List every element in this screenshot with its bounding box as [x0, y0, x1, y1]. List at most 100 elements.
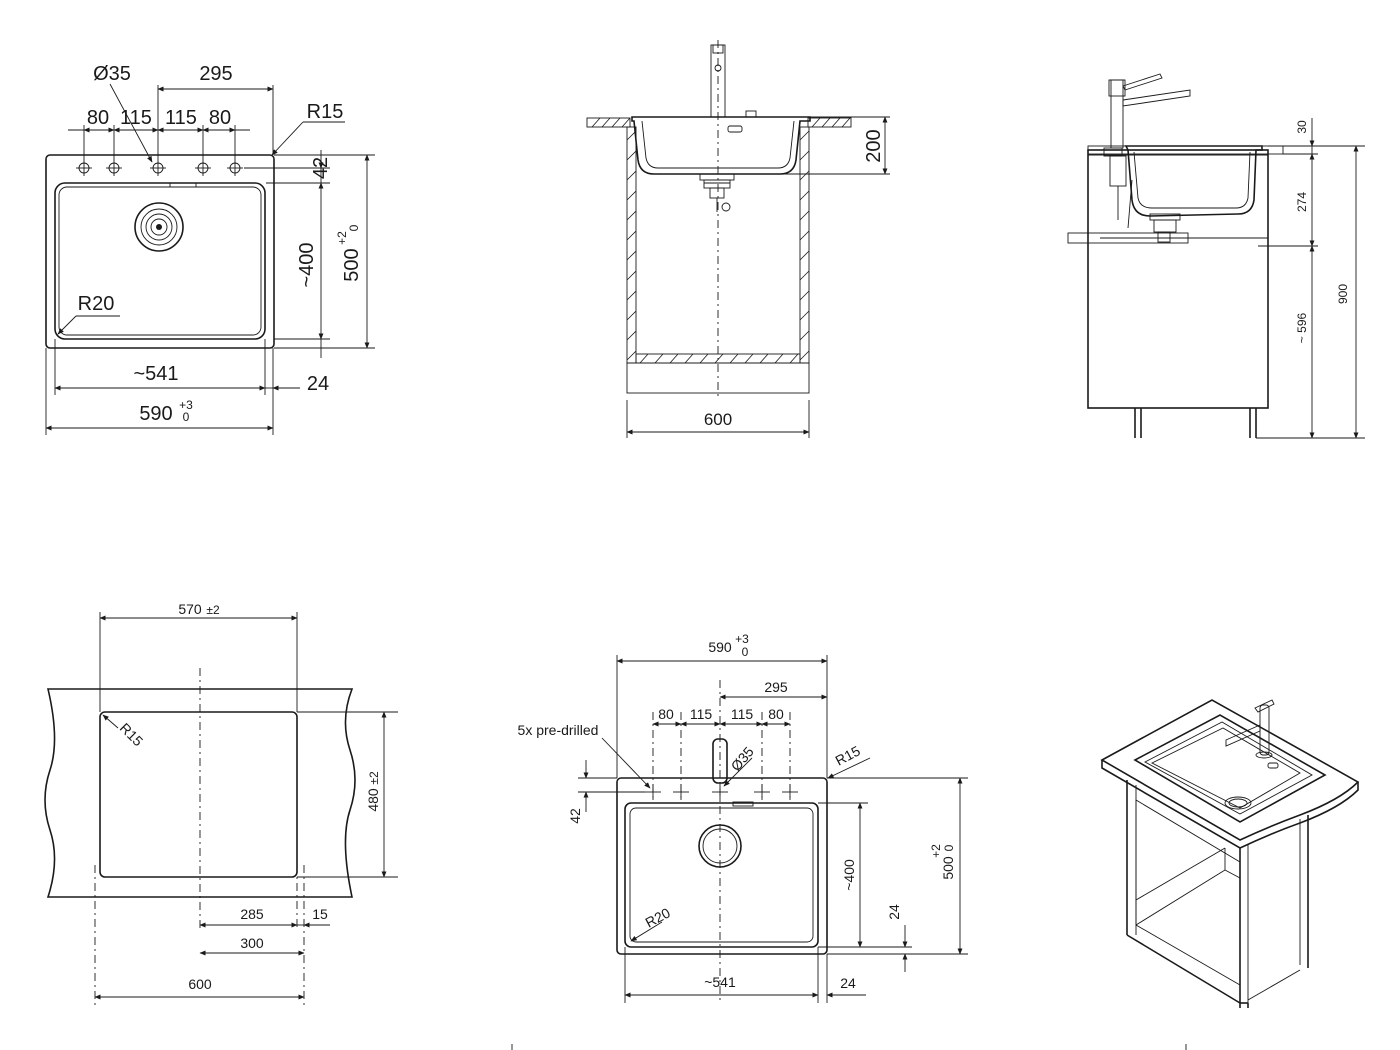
tol-480-label: ±2	[367, 771, 381, 785]
r20-leader	[57, 315, 77, 335]
top-view: 295 Ø35 80 115 115 80 R15 42 ~400 500	[45, 63, 375, 435]
cabinet-side	[1087, 149, 1269, 409]
r15-leader	[271, 121, 304, 156]
sink-bowl-side	[1124, 145, 1263, 217]
iso-tap-icon	[1225, 699, 1275, 759]
predrilled-leader	[601, 737, 651, 789]
detail-tol-590-upper: +3	[735, 632, 749, 646]
iso-overflow	[1267, 762, 1279, 769]
detail-tol-590-lower: 0	[742, 645, 749, 659]
detail-hole-dia-label: Ø35	[728, 743, 757, 774]
dim-274-label: 274	[1295, 192, 1309, 212]
radius-inner-label: R20	[78, 293, 115, 315]
predrilled-note: 5x pre-drilled	[518, 722, 599, 738]
tol-500-upper: +2	[335, 231, 349, 245]
hole-dia-label: Ø35	[93, 63, 131, 85]
tol-590-lower: 0	[183, 410, 190, 424]
side-section-view: 30 274 ~ 596 900	[1067, 73, 1365, 439]
iso-drain-icon	[1224, 796, 1252, 810]
tap-hole-3	[150, 160, 166, 176]
dim-596-label: ~ 596	[1295, 312, 1309, 343]
detail-dim-295-label: 295	[764, 679, 788, 695]
dim-80a-label: 80	[87, 107, 109, 129]
cutout-view: 570 ±2 R15 480 ±2 285 15 300 600	[44, 601, 398, 1005]
dim-115a-label: 115	[120, 107, 152, 129]
hole-dia-leader	[109, 83, 153, 163]
detail-dim-115b-label: 115	[731, 706, 754, 722]
dim-400-label: ~400	[296, 242, 318, 287]
detail-dim-115a-label: 115	[690, 706, 713, 722]
front-section-view: 200 600	[586, 40, 890, 438]
dim-500-label: 500	[341, 248, 363, 281]
sink-bowl-section	[631, 116, 811, 175]
cabinet-plinth	[626, 362, 810, 394]
detail-dim-400-label: ~400	[841, 859, 857, 891]
detail-dim-80b-label: 80	[768, 706, 784, 722]
detail-dim-24-bottom-label: 24	[840, 975, 856, 991]
dim-600-cutout-label: 600	[188, 976, 212, 992]
tap-button	[745, 110, 757, 118]
detail-tol-500-lower: 0	[942, 844, 956, 851]
cutout-r15-leader	[102, 714, 119, 729]
bowl-inner-edge	[58, 186, 262, 336]
detail-dim-80a-label: 80	[658, 706, 674, 722]
dim-80b-label: 80	[209, 107, 231, 129]
detail-tol-500-upper: +2	[929, 844, 943, 858]
tap-hole-1	[76, 160, 92, 176]
detail-r20-leader	[630, 921, 663, 942]
drain-icon	[134, 202, 184, 252]
dim-200-label: 200	[863, 129, 885, 162]
tap-hole-2	[106, 160, 122, 176]
tol-570-label: ±2	[206, 603, 220, 617]
bowl-outline	[54, 182, 266, 340]
drain-side-icon	[1149, 213, 1181, 243]
detail-hole-dia-leader	[723, 757, 753, 787]
drain-assembly-icon	[699, 173, 735, 212]
detail-r15-leader	[827, 757, 871, 779]
dim-600-label: 600	[704, 410, 732, 429]
tol-590-upper: +3	[179, 398, 193, 412]
detail-top-view: 590 +3 0 295 80 115 115 80 5x pre-drille…	[518, 632, 968, 1003]
dim-115b-label: 115	[165, 107, 197, 129]
sink-outline	[45, 154, 275, 349]
detail-bowl-outline	[624, 802, 819, 948]
detail-dim-541-label: ~541	[704, 974, 736, 990]
dim-480-label: 480	[365, 788, 381, 812]
detail-dim-500-label: 500	[940, 856, 956, 880]
detail-dim-42-label: 42	[567, 808, 583, 824]
detail-overflow	[732, 801, 754, 807]
overflow	[727, 125, 743, 133]
tap-hole-4	[195, 160, 211, 176]
detail-tap-holes	[645, 784, 798, 800]
dim-15-label: 15	[312, 906, 328, 922]
cutout-rect	[99, 711, 298, 878]
iso-worktop-top	[1100, 699, 1360, 841]
detail-radius-outer-label: R15	[833, 742, 863, 768]
detail-dim-590-label: 590	[708, 639, 732, 655]
worktop-left	[586, 117, 631, 128]
tap-holes	[76, 160, 243, 176]
dim-590-label: 590	[139, 403, 172, 425]
overflow-slot	[169, 182, 197, 188]
iso-sink-rim	[1133, 714, 1327, 823]
detail-radius-inner-label: R20	[643, 904, 673, 930]
dim-295-label: 295	[199, 63, 232, 85]
radius-outer-label: R15	[307, 101, 344, 123]
cabinet-wall-left	[626, 126, 637, 364]
worktop-right	[807, 117, 852, 128]
dim-24-label: 24	[307, 373, 329, 395]
dim-285-label: 285	[240, 906, 264, 922]
tap-side-icon	[1103, 73, 1191, 220]
dim-42-label: 42	[310, 157, 332, 179]
detail-dim-24-right-label: 24	[886, 904, 902, 920]
cabinet-wall-right	[799, 126, 810, 364]
dim-541-label: ~541	[133, 363, 178, 385]
dim-570-label: 570	[178, 601, 202, 617]
dim-30-label: 30	[1295, 120, 1309, 134]
detail-sink-outline	[616, 777, 828, 955]
iso-cabinet-opening	[1135, 799, 1241, 986]
isometric-view	[1100, 699, 1360, 1008]
tap-hole-5	[227, 160, 243, 176]
dim-900-label: 900	[1336, 284, 1350, 304]
